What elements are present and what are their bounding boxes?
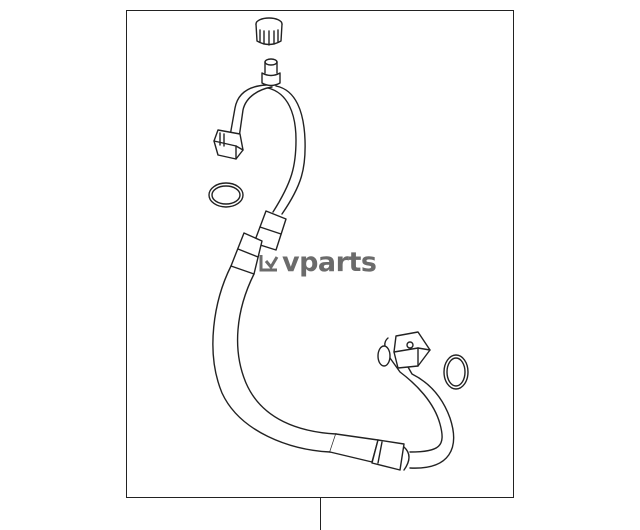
upper-crimp-ferrule <box>230 210 287 275</box>
watermark-brand-text: vparts <box>282 246 377 278</box>
upper-bracket-fitting <box>213 129 244 160</box>
flexible-hose <box>212 265 379 463</box>
callout-leader-line <box>320 498 321 530</box>
lower-bracket-fitting <box>377 331 431 369</box>
o-ring-upper <box>208 182 244 208</box>
lv-chevron-logo-icon <box>259 255 279 272</box>
vparts-watermark: vparts <box>258 244 377 280</box>
lower-crimp-ferrule <box>371 439 410 471</box>
upper-pipe <box>229 84 306 215</box>
diagram-frame <box>126 10 514 498</box>
o-ring-lower <box>443 354 469 390</box>
upper-fitting <box>261 58 281 87</box>
cap-part <box>255 17 283 46</box>
